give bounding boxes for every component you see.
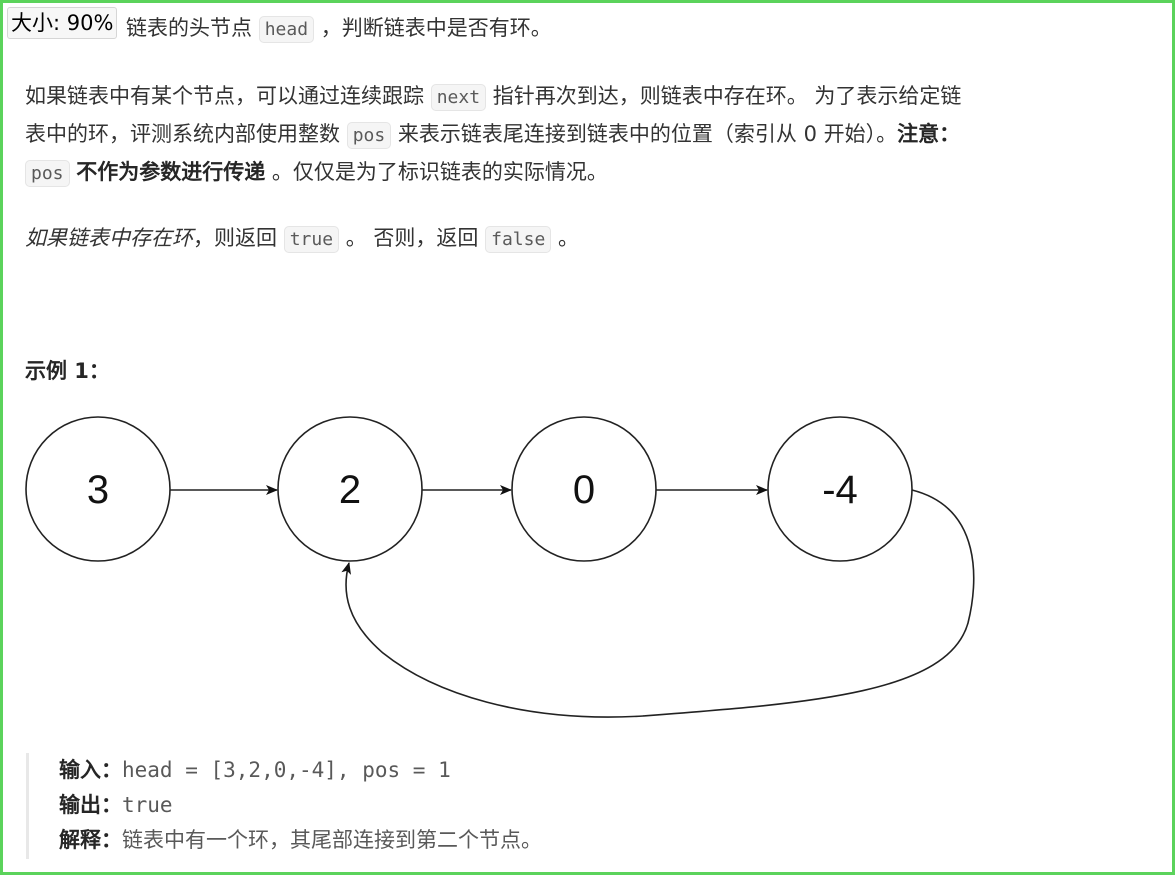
intro-text: 链表的头节点 xyxy=(126,16,252,40)
text: ，则返回 xyxy=(193,226,277,250)
node-value: 3 xyxy=(87,468,109,512)
example-input: 输入：head = [3,2,0,-4], pos = 1 xyxy=(59,753,759,788)
code-pos: pos xyxy=(25,160,70,187)
note-bold-text: 不作为参数进行传递 xyxy=(76,160,266,184)
text: 。 xyxy=(557,226,579,250)
text: 。仅仅是为了标识链表的实际情况。 xyxy=(271,160,608,184)
code-head: head xyxy=(258,16,315,43)
example-explanation: 解释：链表中有一个环，其尾部连接到第二个节点。 xyxy=(59,823,759,858)
code-next: next xyxy=(430,84,487,111)
italic-condition: 如果链表中存在环 xyxy=(25,226,193,250)
code-false: false xyxy=(485,226,552,253)
example-title: 示例 1： xyxy=(25,359,110,383)
intro-tail: ，判断链表中是否有环。 xyxy=(320,16,552,40)
input-label: 输入： xyxy=(59,758,122,782)
text: 表中的环，评测系统内部使用整数 xyxy=(25,122,340,146)
output-label: 输出： xyxy=(59,793,122,817)
explanation-value: 链表中有一个环，其尾部连接到第二个节点。 xyxy=(122,828,542,852)
node-value: 0 xyxy=(573,468,595,512)
node-circle xyxy=(277,416,423,562)
output-value: true xyxy=(122,793,173,817)
text: 。 否则，返回 xyxy=(345,226,479,250)
text: 来表示链表尾连接到链表中的位置（索引从 0 开始）。 xyxy=(397,122,898,146)
linked-list-diagram: 3 2 0 -4 xyxy=(25,416,975,718)
node-value: 2 xyxy=(339,468,361,512)
description-line-1: 如果链表中有某个节点，可以通过连续跟踪 next 指针再次到达，则链表中存在环。… xyxy=(25,77,961,117)
code-true: true xyxy=(283,226,340,253)
text: 指针再次到达，则链表中存在环。 为了表示给定链 xyxy=(492,84,962,108)
code-pos: pos xyxy=(346,122,392,149)
return-description: 如果链表中存在环，则返回 true 。 否则，返回 false 。 xyxy=(25,219,579,259)
node-value: -4 xyxy=(822,468,858,512)
note-label: 注意： xyxy=(897,122,961,146)
input-value: head = [3,2,0,-4], pos = 1 xyxy=(122,758,451,782)
node-circle xyxy=(511,416,657,562)
example-io-block: 输入：head = [3,2,0,-4], pos = 1 输出：true 解释… xyxy=(26,753,759,859)
zoom-level-badge: 大小: 90% xyxy=(7,7,118,39)
cycle-arrow xyxy=(341,489,975,718)
text: 如果链表中有某个节点，可以通过连续跟踪 xyxy=(25,84,424,108)
explanation-label: 解释： xyxy=(59,828,122,852)
description-line-2: 表中的环，评测系统内部使用整数 pos 来表示链表尾连接到链表中的位置（索引从 … xyxy=(25,115,960,155)
node-circle xyxy=(767,416,913,562)
example-output: 输出：true xyxy=(59,788,759,823)
intro-paragraph: 链表的头节点 head ，判断链表中是否有环。 xyxy=(126,9,552,49)
description-line-3: pos 不作为参数进行传递 。仅仅是为了标识链表的实际情况。 xyxy=(25,153,608,193)
node-circle xyxy=(25,416,171,562)
